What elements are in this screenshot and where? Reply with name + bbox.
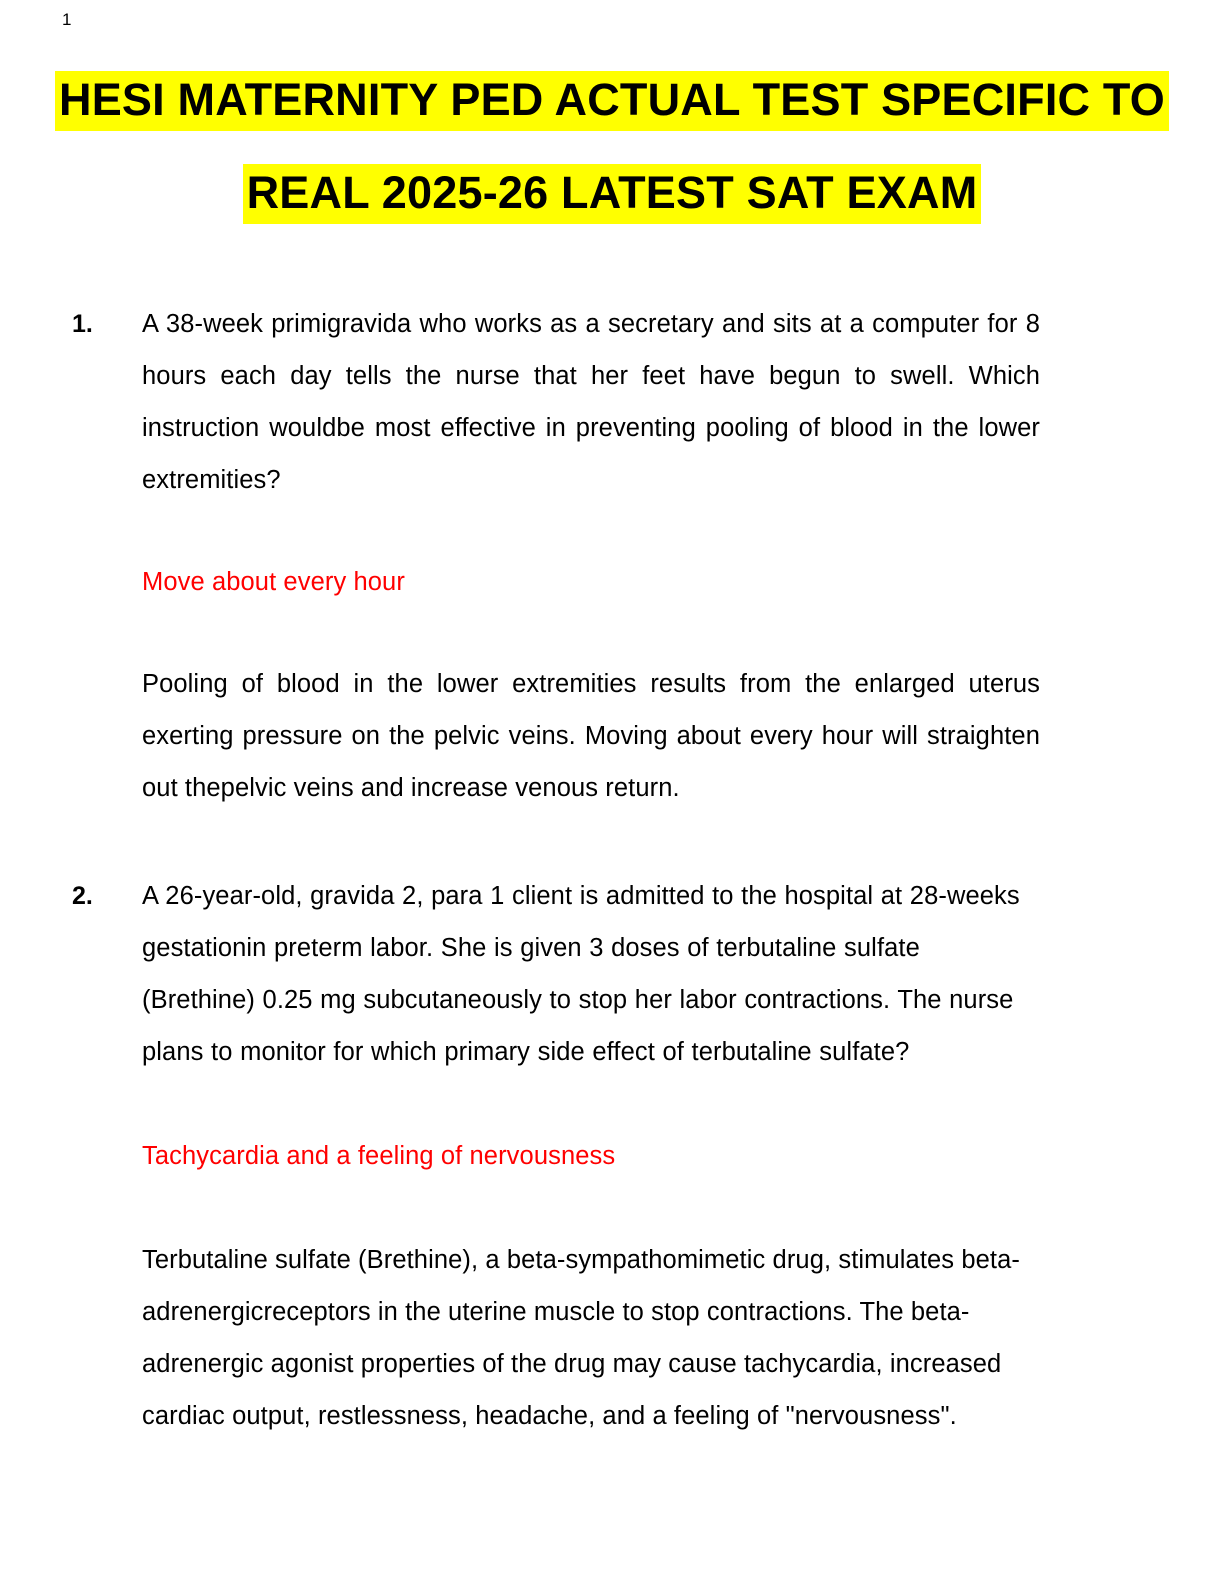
title-line-2: REAL 2025-26 LATEST SAT EXAM [0, 164, 1224, 232]
title-line-2-text: REAL 2025-26 LATEST SAT EXAM [242, 164, 982, 224]
question-item-1: 1. A 38-week primigravida who works as a… [0, 298, 1224, 506]
rationale-text-2: Terbutaline sulfate (Brethine), a beta-s… [142, 1246, 1020, 1430]
spacer [0, 814, 1224, 870]
question-stem-1: A 38-week primigravida who works as a se… [142, 310, 1040, 494]
spacer [0, 1078, 1224, 1130]
page-number: 1 [62, 10, 72, 29]
spacer [0, 1182, 1224, 1234]
spacer [0, 608, 1224, 658]
spacer [0, 506, 1224, 556]
question-stem-2: A 26-year-old, gravida 2, para 1 client … [142, 882, 1020, 1066]
answer-text-2: Tachycardia and a feeling of nervousness [142, 1142, 616, 1170]
questions-container: 1. A 38-week primigravida who works as a… [0, 298, 1224, 1442]
answer-text-1: Move about every hour [142, 568, 405, 596]
rationale-text-1: Pooling of blood in the lower extremitie… [142, 670, 1040, 802]
question-item-2: 2. A 26-year-old, gravida 2, para 1 clie… [0, 870, 1224, 1078]
document-title: HESI MATERNITY PED ACTUAL TEST SPECIFIC … [0, 71, 1224, 232]
title-line-1: HESI MATERNITY PED ACTUAL TEST SPECIFIC … [0, 71, 1224, 139]
question-number-1: 1. [72, 310, 93, 338]
question-number-2: 2. [72, 882, 93, 910]
title-line-1-text: HESI MATERNITY PED ACTUAL TEST SPECIFIC … [55, 71, 1169, 131]
